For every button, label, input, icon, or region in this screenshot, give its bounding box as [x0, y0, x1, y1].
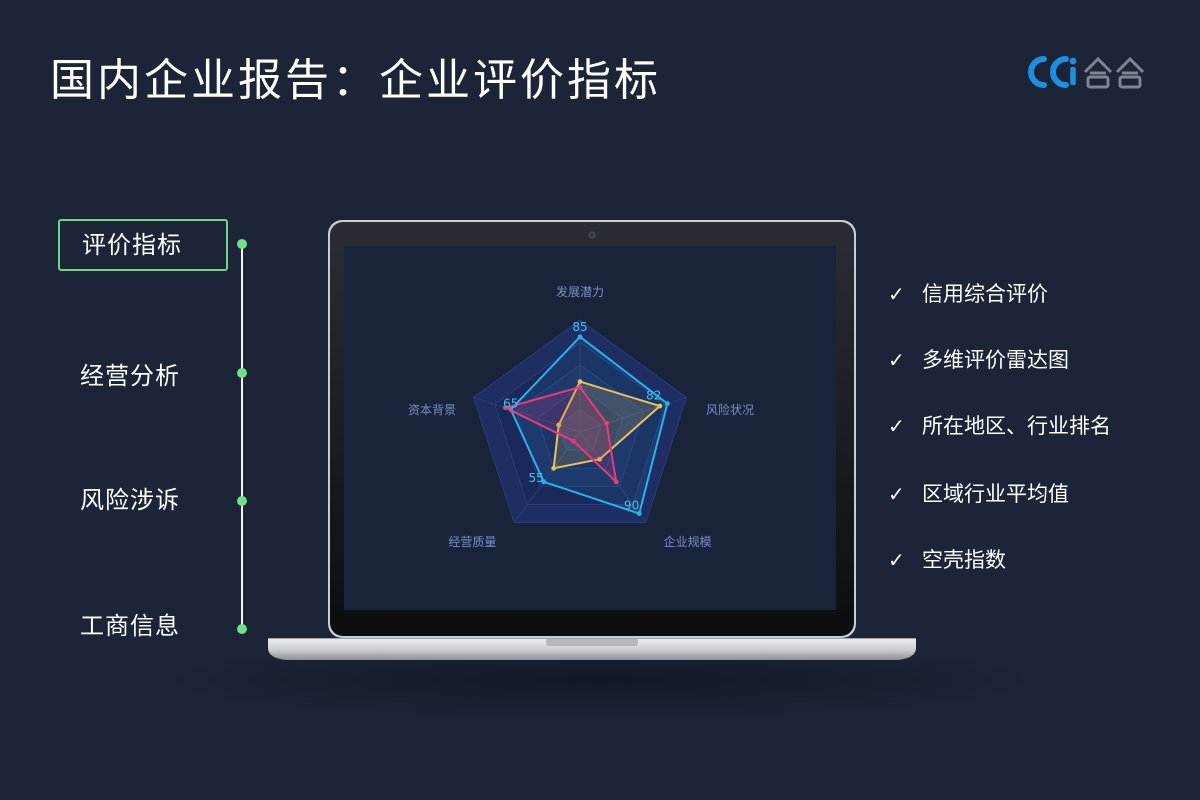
radar-data-point — [577, 334, 583, 340]
radar-indicator-label: 风险状况 — [706, 402, 754, 417]
radar-value-label: 55 — [529, 471, 544, 485]
brand-logo-mark — [1028, 56, 1145, 89]
feature-item: ✓ 多维评价雷达图 — [888, 344, 1168, 376]
nav-item-label: 风险涉诉 — [80, 486, 180, 514]
radar-data-point — [597, 456, 603, 462]
radar-data-point — [577, 379, 583, 384]
nav-dot — [237, 624, 247, 634]
laptop-mockup: 85 82 90 55 65 发展潜力风险状况企业规模 经营质量 资本背景 — [268, 220, 916, 662]
feature-label: 区域行业平均值 — [922, 482, 1069, 506]
radar-value-label: 82 — [646, 389, 661, 403]
feature-label: 信用综合评价 — [922, 282, 1048, 306]
radar-value-label: 65 — [503, 397, 518, 411]
radar-data-point — [541, 479, 547, 485]
check-icon: ✓ — [888, 348, 905, 372]
radar-data-point — [503, 405, 508, 411]
radar-series-area — [509, 335, 669, 515]
nav-item-label: 工商信息 — [80, 612, 180, 640]
feature-label: 空壳指数 — [922, 548, 1006, 572]
radar-data-point — [636, 511, 642, 516]
feature-item: ✓ 所在地区、行业排名 — [888, 410, 1168, 442]
radar-axis-line — [473, 396, 581, 433]
radar-data-point — [551, 465, 557, 471]
radar-value-label: 90 — [624, 499, 639, 513]
radar-indicator-label: 资本背景 — [408, 403, 456, 417]
nav-timeline-line — [241, 244, 243, 630]
radar-data-point — [613, 479, 619, 485]
radar-series-area — [502, 386, 618, 485]
brand-logo — [1022, 50, 1152, 94]
radar-indicator-label: 企业规模 — [664, 534, 712, 549]
radar-data-point — [664, 401, 670, 407]
page-title: 国内企业报告：企业评价指标 — [50, 55, 661, 106]
nav-item-label: 经营分析 — [80, 362, 180, 390]
nav-dot — [237, 368, 247, 378]
radar-data-point — [577, 384, 583, 390]
check-icon: ✓ — [888, 282, 905, 306]
radar-axis-line — [513, 431, 581, 523]
radar-data-point — [571, 438, 576, 444]
radar-data-point — [657, 403, 663, 409]
check-icon: ✓ — [888, 414, 905, 438]
nav-item-evaluation[interactable]: 评价指标 — [58, 219, 228, 271]
feature-item: ✓ 空壳指数 — [888, 544, 1168, 576]
nav-dot — [237, 496, 247, 506]
radar-axis-line — [579, 431, 647, 523]
radar-value-label: 85 — [572, 320, 587, 334]
nav-item-operations[interactable]: 经营分析 — [58, 350, 228, 402]
nav-item-risk[interactable]: 风险涉诉 — [58, 474, 228, 526]
feature-item: ✓ 信用综合评价 — [888, 278, 1168, 310]
radar-data-point — [604, 420, 610, 426]
feature-label: 多维评价雷达图 — [922, 348, 1069, 372]
check-icon: ✓ — [888, 548, 905, 572]
radar-data-point — [556, 422, 562, 428]
check-icon: ✓ — [888, 482, 905, 506]
nav-dot — [237, 239, 247, 249]
feature-label: 所在地区、行业排名 — [922, 414, 1111, 438]
radar-indicator-label: 经营质量 — [448, 535, 496, 549]
radar-indicator-label: 发展潜力 — [556, 284, 604, 299]
nav-item-label: 评价指标 — [82, 231, 182, 259]
feature-item: ✓ 区域行业平均值 — [888, 478, 1168, 510]
nav-item-business-info[interactable]: 工商信息 — [58, 600, 228, 652]
